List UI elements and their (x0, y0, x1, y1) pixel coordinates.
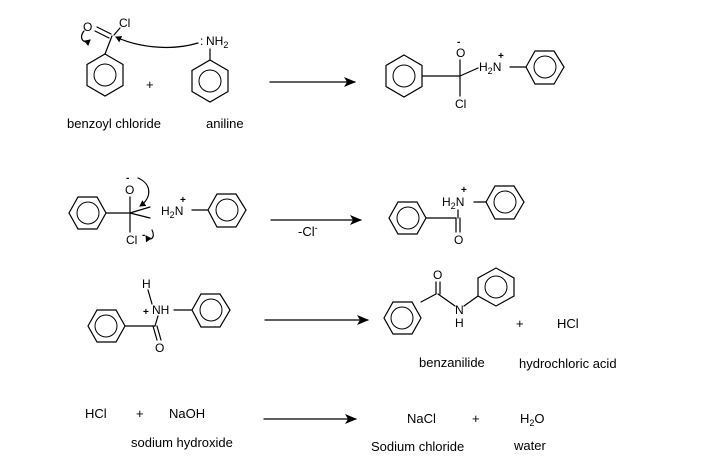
oxygen-atom: O (433, 268, 442, 282)
hydrochloric-acid-label: hydrochloric acid (519, 356, 617, 371)
benzene-ring-icon (383, 301, 422, 335)
oxygen-atom: O (155, 341, 164, 355)
c-cl-bond (113, 27, 121, 36)
curved-arrow-icon (145, 229, 154, 243)
benzene-ring-icon (191, 59, 229, 103)
benzene-ring-icon (388, 201, 427, 235)
negative-charge: - (457, 37, 460, 48)
ammonium-group: H2N (442, 195, 464, 211)
hydrogen-atom: H (455, 316, 464, 330)
curved-arrow-icon (80, 30, 91, 47)
oxygen-atom: O (125, 183, 134, 197)
plus-sign: + (472, 411, 480, 426)
amine-nh: NH (152, 303, 169, 317)
benzene-ring-icon (385, 54, 423, 98)
hcl-formula: HCl (85, 406, 107, 421)
oxygen-atom: O (83, 20, 92, 34)
sodium-hydroxide-label: sodium hydroxide (131, 435, 233, 450)
benzene-ring-icon (477, 267, 515, 307)
arrow-label-chloride-loss: -Cl- (298, 223, 318, 239)
step3-protonated-amide: O + NH H (87, 277, 231, 355)
benzene-ring-icon (191, 293, 231, 328)
chlorine-atom: Cl (119, 16, 130, 30)
chlorine-atom: Cl (126, 233, 137, 247)
ammonium-group: H2N (161, 204, 183, 220)
benzene-ring-icon (207, 193, 247, 228)
oxygen-atom: O (454, 233, 463, 247)
plus-sign: + (136, 406, 144, 421)
benzoyl-chloride-label: benzoyl chloride (67, 116, 161, 131)
chlorine-atom: Cl (455, 97, 466, 111)
plus-sign: + (146, 77, 154, 92)
benzanilide-label: benzanilide (419, 355, 485, 370)
water-label: water (513, 438, 546, 453)
step1-tetrahedral-intermediate: O - Cl H2N + (385, 37, 565, 111)
step2-protonated-amide: O H2N + (388, 185, 525, 247)
curved-arrow-icon (137, 177, 150, 207)
naoh-formula: NaOH (169, 406, 205, 421)
benzene-ring-icon (86, 53, 124, 97)
ammonium-group: H2N (479, 60, 501, 76)
hydrogen-atom: H (142, 277, 151, 291)
nacl-formula: NaCl (407, 411, 436, 426)
lone-pair: : (200, 34, 203, 48)
aniline-label: aniline (206, 116, 244, 131)
negative-charge: - (126, 173, 129, 184)
positive-charge: + (180, 195, 186, 206)
step1-aniline: : NH2 (191, 34, 229, 103)
benzene-ring-icon (485, 185, 525, 220)
hcl-formula: HCl (557, 316, 579, 331)
step3-benzanilide: O N H (383, 267, 515, 335)
positive-charge: + (461, 185, 467, 196)
benzene-ring-icon (525, 50, 565, 85)
step2-tetrahedral-intermediate: O - Cl - H2N + (68, 173, 247, 247)
benzene-ring-icon (68, 196, 107, 230)
plus-sign: + (516, 316, 524, 331)
step1-benzoyl-chloride: O Cl (80, 16, 130, 97)
nucleophilic-attack-arrow-icon (115, 36, 199, 48)
positive-charge: + (498, 51, 504, 62)
water-formula: H2O (520, 411, 545, 428)
carbonyl-bond (104, 35, 113, 55)
benzene-ring-icon (87, 309, 126, 343)
oxygen-atom: O (456, 46, 465, 60)
sodium-chloride-label: Sodium chloride (371, 439, 464, 454)
amine-group: NH2 (206, 34, 228, 50)
chloride-charge: - (142, 230, 145, 241)
nitrogen-atom: N (455, 303, 464, 317)
positive-charge: + (143, 307, 149, 318)
c-o-double-bond (96, 26, 112, 35)
